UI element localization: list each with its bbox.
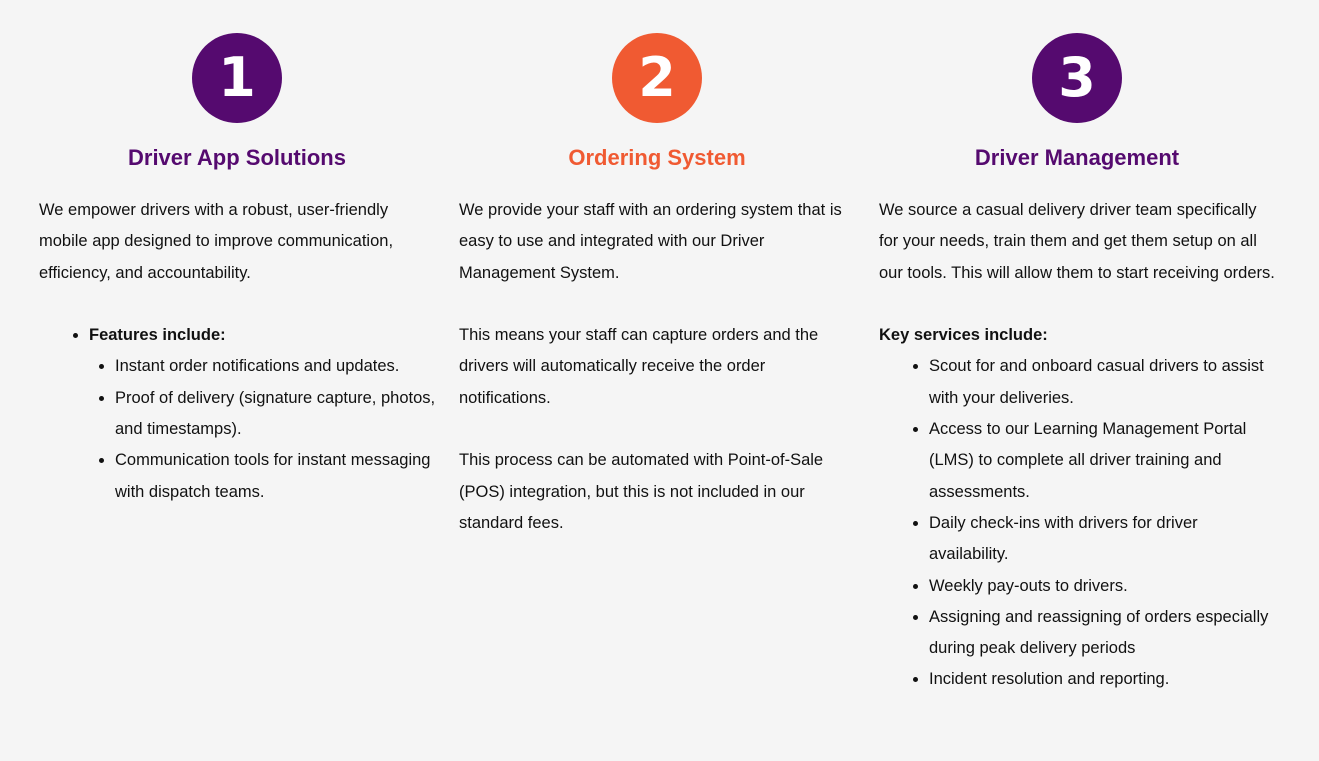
section-title: Ordering System (568, 145, 746, 170)
paragraph: This process can be automated with Point… (459, 451, 824, 532)
intro-paragraph: We empower drivers with a robust, user-f… (39, 201, 394, 282)
list-item: Scout for and onboard casual drivers to … (929, 351, 1279, 414)
list-item: Incident resolution and reporting. (929, 664, 1279, 695)
list-heading: Features include: (89, 326, 226, 345)
step-number-badge: 3 (1032, 33, 1122, 123)
section-content: We source a casual delivery driver team … (879, 195, 1279, 696)
list-item: Daily check-ins with drivers for driver … (929, 508, 1279, 571)
list-item: Weekly pay-outs to drivers. (929, 571, 1279, 602)
section-title: Driver App Solutions (128, 145, 346, 170)
features-list: Features include: Instant order notifica… (39, 320, 439, 508)
list-item: Features include: Instant order notifica… (89, 320, 439, 508)
list-item: Communication tools for instant messagin… (115, 445, 439, 508)
intro-paragraph: We source a casual delivery driver team … (879, 201, 1275, 282)
services-list: Scout for and onboard casual drivers to … (879, 351, 1279, 695)
list-item: Instant order notifications and updates. (115, 351, 439, 382)
step-number-badge: 2 (612, 33, 702, 123)
section-title: Driver Management (974, 145, 1180, 170)
step-number-badge: 1 (192, 33, 282, 123)
paragraph: We provide your staff with an ordering s… (459, 201, 842, 282)
features-sublist: Instant order notifications and updates.… (89, 351, 439, 507)
paragraph: This means your staff can capture orders… (459, 326, 819, 407)
list-item: Proof of delivery (signature capture, ph… (115, 383, 439, 446)
list-heading: Key services include: (879, 326, 1048, 345)
section-content: We provide your staff with an ordering s… (459, 195, 859, 539)
list-item: Access to our Learning Management Portal… (929, 414, 1279, 508)
section-content: We empower drivers with a robust, user-f… (39, 195, 439, 508)
list-item: Assigning and reassigning of orders espe… (929, 602, 1279, 665)
